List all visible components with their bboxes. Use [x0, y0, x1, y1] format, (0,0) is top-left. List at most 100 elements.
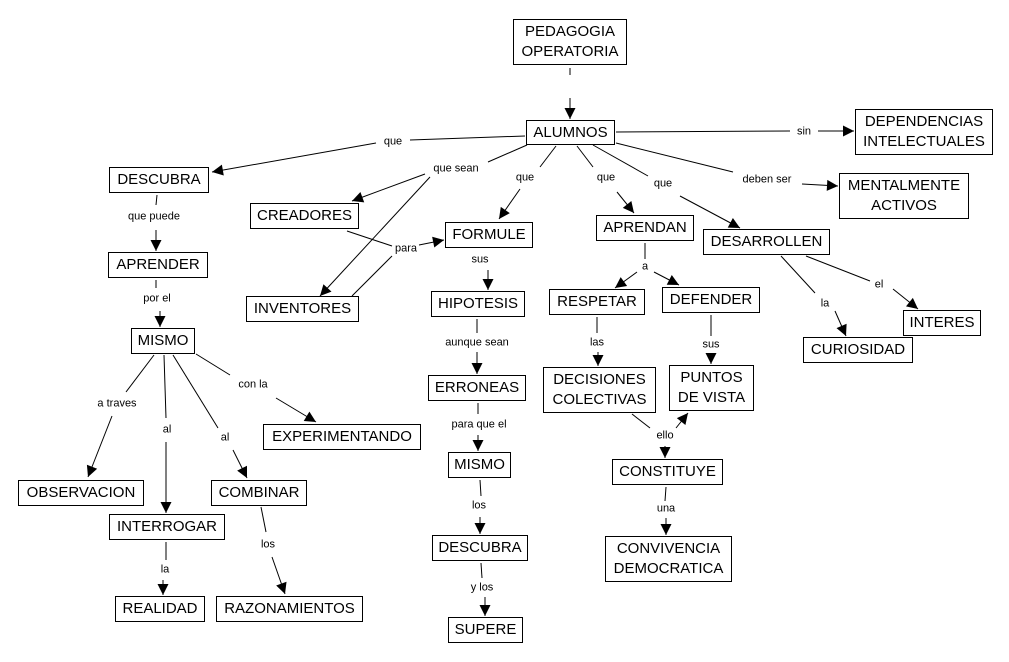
connector-line — [487, 144, 528, 163]
node-supere[interactable]: SUPERE — [448, 617, 523, 643]
connector-line — [319, 176, 431, 297]
node-mismo-2[interactable]: MISMO — [448, 452, 511, 478]
link-label-y-los: y los — [469, 581, 495, 595]
arrowhead-icon — [727, 217, 740, 228]
node-curiosidad[interactable]: CURIOSIDAD — [803, 337, 913, 363]
link-label-para: para — [393, 242, 419, 256]
link-label-deben-ser: deben ser — [741, 173, 793, 187]
node-inventores[interactable]: INVENTORES — [246, 296, 359, 322]
node-puntos-de-vista[interactable]: PUNTOS DE VISTA — [669, 365, 754, 411]
node-aprender[interactable]: APRENDER — [108, 252, 208, 278]
connector-line — [480, 562, 483, 579]
arrowhead-icon — [843, 125, 854, 137]
arrowhead-icon — [705, 353, 717, 364]
node-respetar[interactable]: RESPETAR — [549, 289, 645, 315]
arrowhead-icon — [276, 581, 287, 594]
arrowhead-icon — [836, 323, 847, 336]
arrowhead-icon — [479, 605, 491, 616]
link-label-que-puede: que puede — [127, 210, 181, 224]
connector-line — [163, 354, 167, 419]
node-descubra[interactable]: DESCUBRA — [109, 167, 209, 193]
arrowhead-icon — [86, 464, 98, 477]
node-interrogar[interactable]: INTERROGAR — [109, 514, 225, 540]
node-desarrollen[interactable]: DESARROLLEN — [703, 229, 830, 255]
link-label-al: al — [219, 431, 231, 445]
arrowhead-icon — [237, 465, 247, 478]
node-pedagogia-operatoria[interactable]: PEDAGOGIA OPERATORIA — [513, 19, 627, 65]
link-label-que: que — [652, 177, 674, 191]
link-label-una: una — [655, 502, 677, 516]
node-interes[interactable]: INTERES — [903, 310, 981, 336]
connector-line — [679, 195, 741, 229]
arrowhead-icon — [564, 108, 576, 119]
node-convivencia-democratica[interactable]: CONVIVENCIA DEMOCRATICA — [605, 536, 732, 582]
node-dependencias-intelectuales[interactable]: DEPENDENCIAS INTELECTUALES — [855, 109, 993, 155]
arrowhead-icon — [676, 413, 688, 426]
arrowhead-icon — [666, 275, 679, 285]
link-label-las: las — [588, 336, 606, 350]
arrowhead-icon — [320, 284, 332, 296]
arrowhead-icon — [615, 277, 628, 288]
connector-line — [615, 142, 734, 173]
node-combinar[interactable]: COMBINAR — [211, 480, 307, 506]
node-descubra-2[interactable]: DESCUBRA — [432, 535, 528, 561]
link-label-aunque-sean: aunque sean — [444, 336, 510, 350]
link-label-sin: sin — [795, 125, 813, 139]
link-label-ello: ello — [655, 429, 675, 443]
node-formule[interactable]: FORMULE — [445, 222, 533, 248]
connector-line — [346, 230, 393, 247]
connector-line — [780, 255, 816, 294]
arrowhead-icon — [499, 206, 510, 219]
arrowhead-icon — [592, 355, 604, 366]
arrowhead-icon — [826, 179, 838, 191]
arrowhead-icon — [474, 523, 486, 534]
connector-line — [195, 353, 231, 376]
connector-line — [172, 354, 219, 429]
link-label-los: los — [259, 538, 277, 552]
arrowhead-icon — [471, 363, 483, 374]
connector-line — [125, 354, 155, 393]
arrowhead-icon — [622, 200, 634, 213]
connector-line — [631, 413, 651, 429]
link-label-al: al — [161, 423, 173, 437]
node-aprendan[interactable]: APRENDAN — [596, 215, 694, 241]
connector-line — [351, 255, 393, 297]
node-decisiones-colectivas[interactable]: DECISIONES COLECTIVAS — [543, 367, 656, 413]
node-constituye[interactable]: CONSTITUYE — [612, 459, 723, 485]
node-alumnos[interactable]: ALUMNOS — [526, 120, 615, 145]
link-label-la: la — [819, 297, 831, 311]
connector-line — [351, 173, 426, 202]
link-label-por-el: por el — [142, 292, 172, 306]
node-observacion[interactable]: OBSERVACION — [18, 480, 144, 506]
connector-line — [211, 142, 377, 173]
connector-line — [260, 506, 267, 533]
node-mentalmente-activos[interactable]: MENTALMENTE ACTIVOS — [839, 173, 969, 219]
node-hipotesis[interactable]: HIPOTESIS — [431, 291, 525, 317]
arrowhead-icon — [352, 192, 365, 203]
link-label-con-la: con la — [237, 378, 269, 392]
connector-line — [576, 145, 594, 168]
node-razonamientos[interactable]: RAZONAMIENTOS — [216, 596, 363, 622]
link-label-el: el — [873, 278, 885, 292]
link-label-que: que — [514, 171, 536, 185]
link-label-a: a — [640, 260, 650, 274]
node-realidad[interactable]: REALIDAD — [115, 596, 205, 622]
arrowhead-icon — [150, 240, 162, 251]
node-mismo[interactable]: MISMO — [131, 328, 195, 354]
node-experimentando[interactable]: EXPERIMENTANDO — [263, 424, 421, 450]
link-label-que: que — [595, 171, 617, 185]
node-defender[interactable]: DEFENDER — [662, 287, 760, 313]
connector-line — [615, 130, 791, 133]
connector-line — [155, 194, 158, 206]
arrowhead-icon — [659, 447, 671, 458]
arrowhead-icon — [157, 584, 169, 595]
link-label-a-traves: a traves — [96, 397, 138, 411]
link-label-los: los — [470, 499, 488, 513]
node-erroneas[interactable]: ERRONEAS — [428, 375, 526, 401]
arrowhead-icon — [432, 236, 444, 248]
node-creadores[interactable]: CREADORES — [250, 203, 359, 229]
arrowhead-icon — [154, 316, 166, 327]
connector-line — [664, 486, 667, 502]
